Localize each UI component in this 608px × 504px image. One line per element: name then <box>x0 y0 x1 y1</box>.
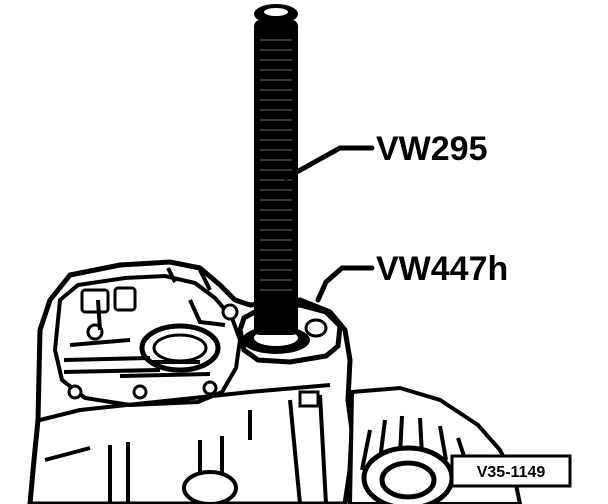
cover-bolts <box>67 286 239 400</box>
reference-code-frame <box>450 454 572 488</box>
callout-leaders <box>283 145 375 303</box>
label-vw295: VW295 <box>376 130 488 168</box>
drift-knurl <box>260 39 292 291</box>
reference-code: V35-1149 <box>477 464 546 481</box>
reference-code-box: V35-1149 <box>450 454 572 488</box>
leader-vw447h <box>315 265 375 303</box>
output-flange-inner <box>379 460 437 500</box>
housing-lower-structure <box>39 383 331 504</box>
drift-shaft <box>254 20 298 335</box>
label-vw447h: VW447h <box>376 250 508 288</box>
lower-boss <box>182 470 238 504</box>
transmission-housing <box>27 259 355 504</box>
side-tab <box>298 390 320 408</box>
tool-vw295 <box>254 4 298 335</box>
leader-vw295 <box>283 145 375 181</box>
drift-top-highlight <box>264 8 288 16</box>
installer-hole <box>304 318 328 338</box>
cover-port-inner <box>152 333 208 363</box>
valve-body-detail <box>63 267 226 378</box>
